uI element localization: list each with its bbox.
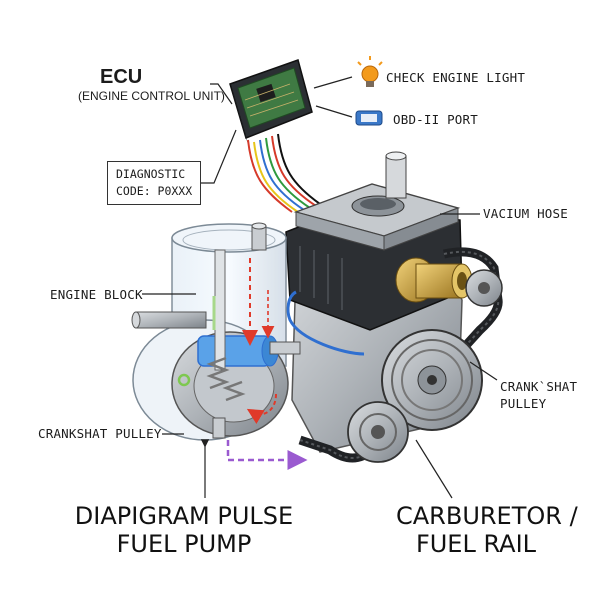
check-engine-bulb-icon — [357, 56, 383, 87]
carburetor-title-line-2: FUEL RAIL — [415, 530, 537, 558]
diagnostic-line-1: DIAGNOSTIC — [116, 167, 186, 181]
ecu-subtitle: (ENGINE CONTROL UNIT) — [78, 89, 225, 103]
diaphragm-pump — [131, 222, 301, 441]
vacuum-hose-label: VACIUM HOSE — [483, 206, 568, 221]
crankshaft-pulley-label-right: CRANK`SHAT PULLEY — [500, 379, 578, 411]
ecu-module — [229, 59, 313, 150]
obd-port-label: OBD-II PORT — [393, 112, 478, 127]
pump-title: DIAPIGRAM PULSE FUEL PUMP — [74, 502, 294, 558]
label-leaders — [142, 213, 498, 499]
carburetor-title: CARBURETOR / FUEL RAIL — [396, 502, 578, 558]
pump-title-line-2: FUEL PUMP — [116, 530, 252, 558]
carburetor-title-line-1: CARBURETOR / — [396, 502, 578, 530]
engine-assembly — [285, 151, 503, 463]
fuel-flow-arrow — [226, 440, 308, 470]
ecu-title: ECU — [100, 66, 143, 88]
obd-port-icon — [355, 110, 383, 126]
ecu-leaders — [201, 76, 353, 184]
diagnostic-line-2: CODE: P0XXX — [116, 184, 193, 198]
check-engine-label: CHECK ENGINE LIGHT — [386, 70, 526, 85]
crankshaft-pulley-label-left: CRANKSHAT PULLEY — [38, 426, 162, 441]
diagnostic-code-box: DIAGNOSTIC CODE: P0XXX — [107, 161, 201, 205]
engine-block-label: ENGINE BLOCK — [50, 287, 143, 302]
wire-harness — [247, 133, 321, 213]
pump-title-line-1: DIAPIGRAM PULSE — [74, 502, 294, 530]
